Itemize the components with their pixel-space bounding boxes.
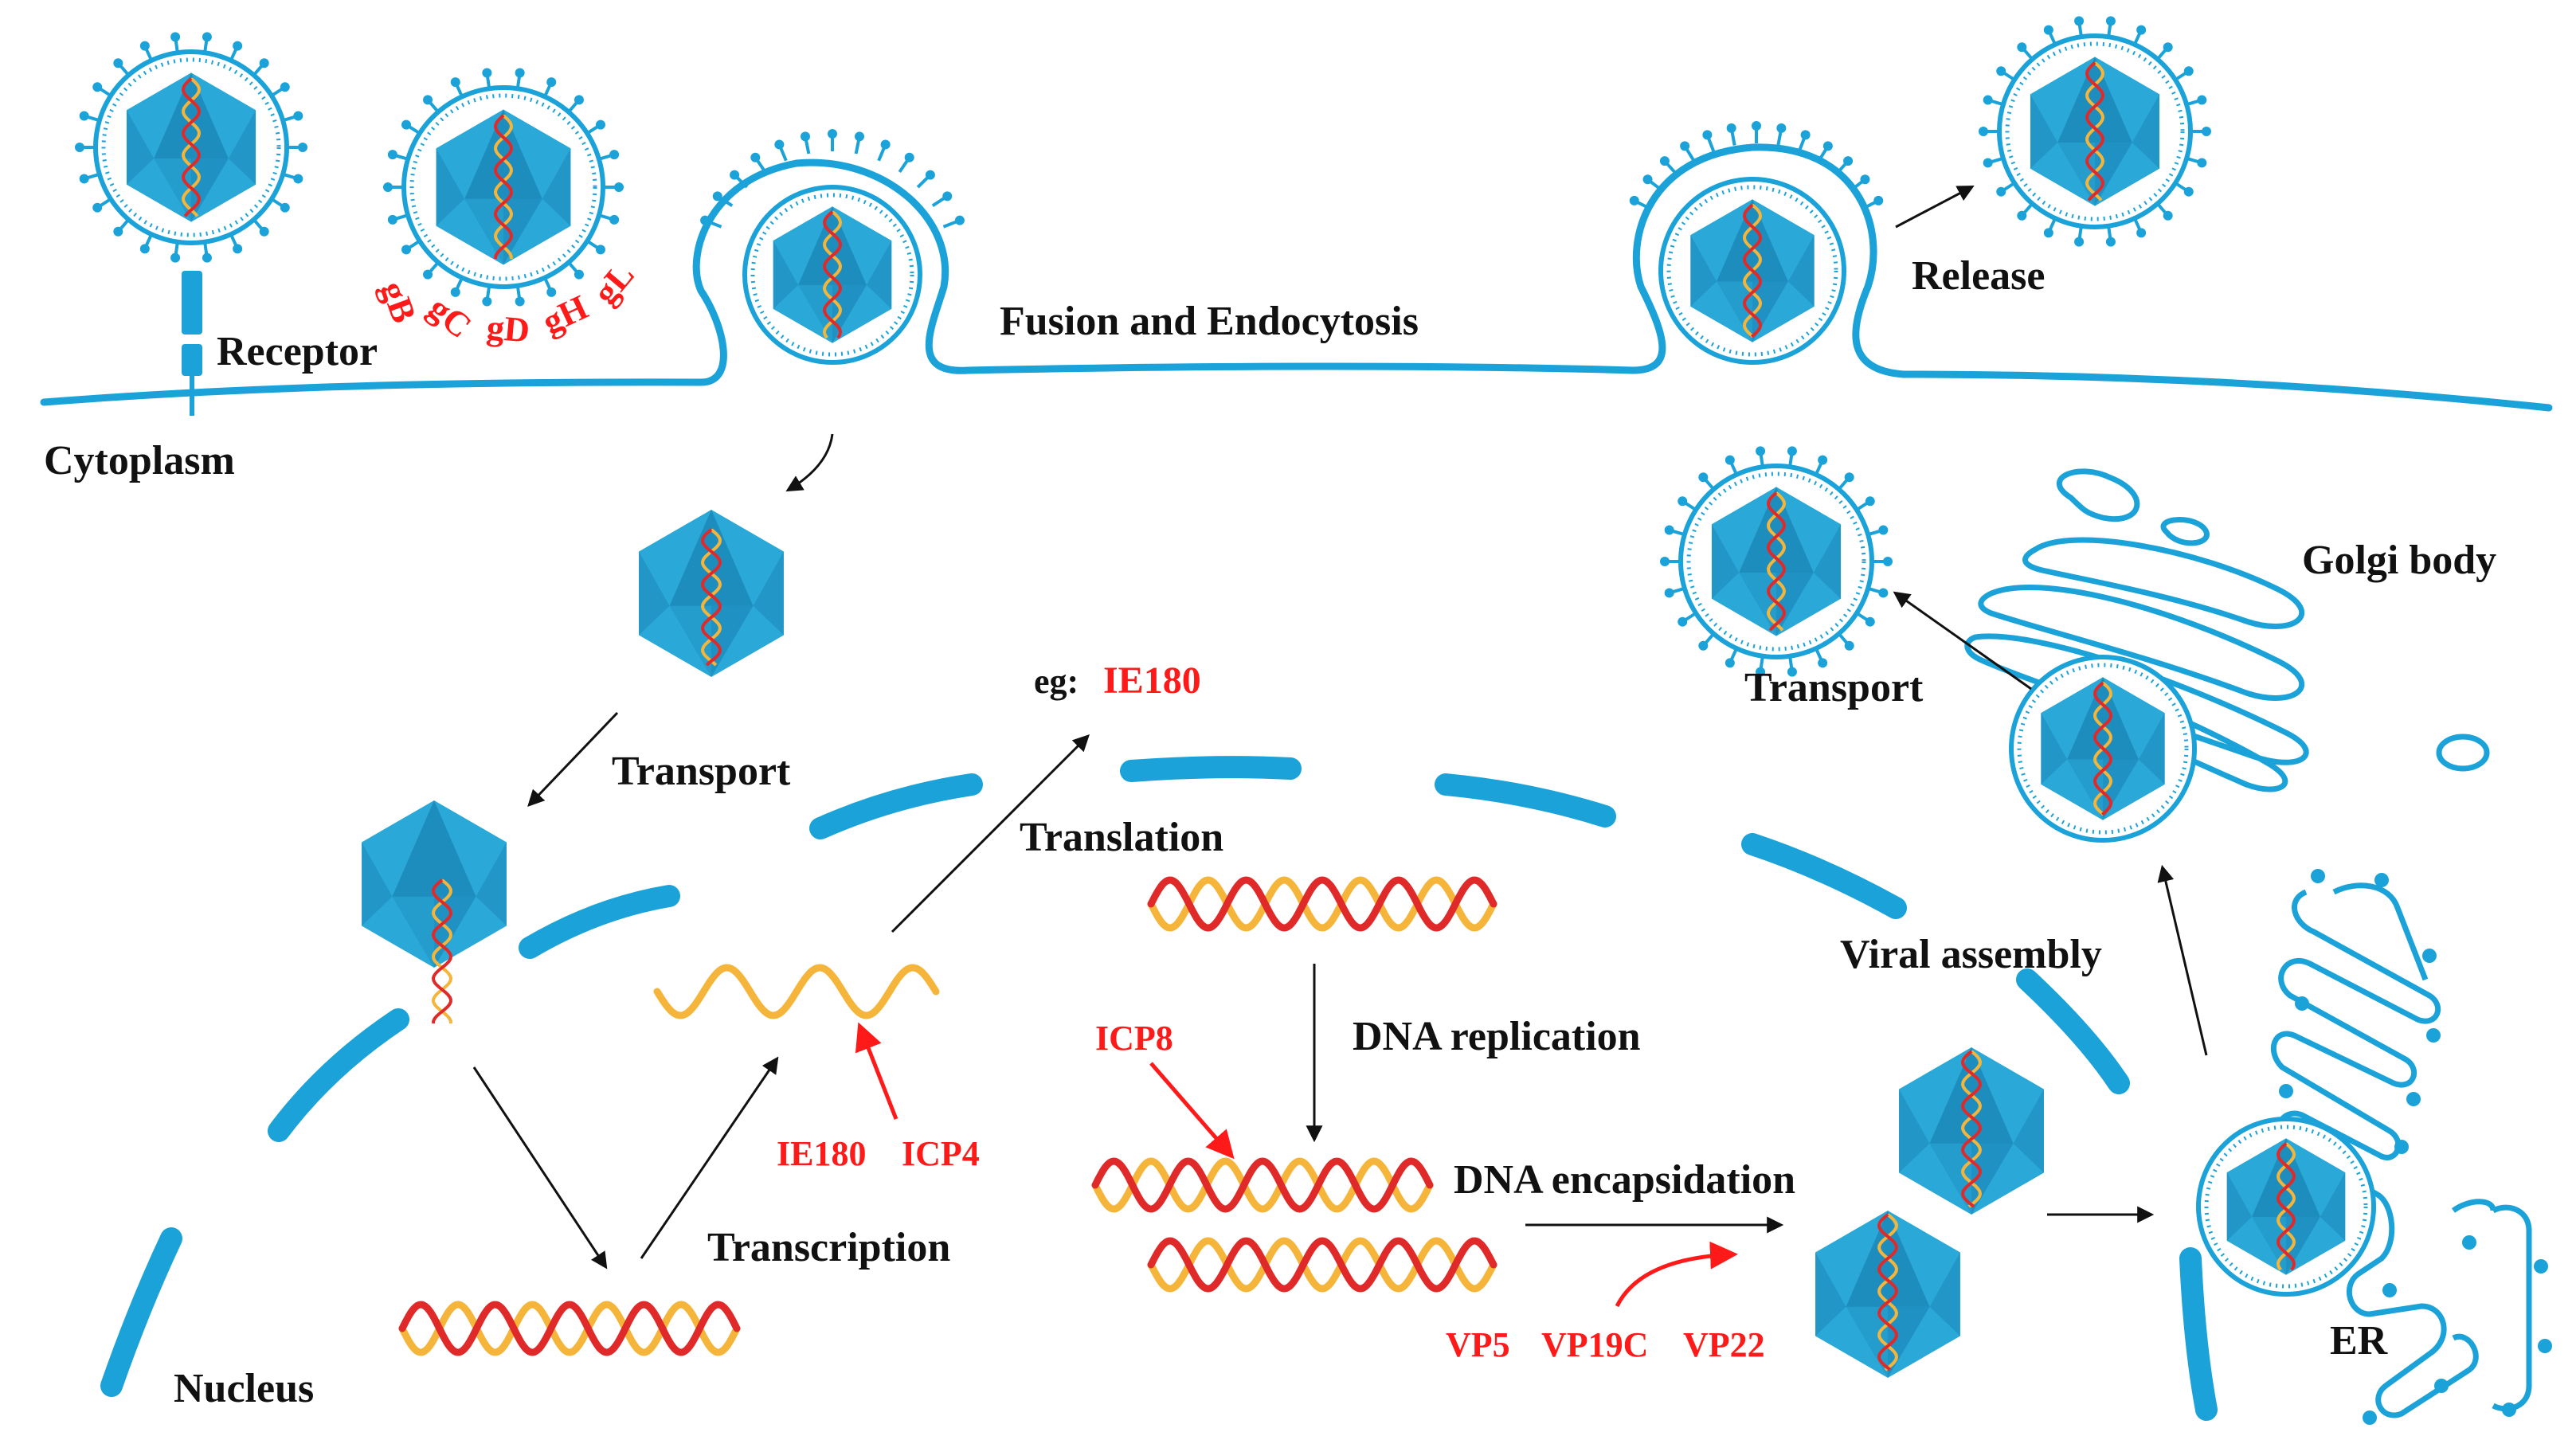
glycoprotein-gL: gL [585,256,642,312]
arrow-mrna [640,1056,779,1259]
ie180-top-label: IE180 [1103,659,1201,702]
er-label: ER [2330,1318,2389,1364]
icosahedral-capsid-icon [2226,1138,2346,1275]
glycoprotein-gH: gH [537,288,594,342]
eg-label: eg: [1034,662,1079,701]
arrow-viral-assembly [2157,864,2208,1056]
virion-in-vesicle-golgi [2009,655,2197,843]
receptor-icon [182,271,202,416]
arrow-icp8-activation [1149,1062,1235,1160]
virion-budding [1658,177,1846,365]
double-helix-icon [1766,491,1787,632]
double-helix-icon [2085,61,2105,201]
arrow-to-transcription [472,1066,608,1270]
double-helix-icon [822,210,843,339]
arrow-golgi-transport [1893,591,2032,691]
transport-label-top: Transport [612,749,791,794]
arrow-release [1895,186,1975,229]
double-helix-icon [700,528,722,667]
virion-fusing [742,185,922,365]
nucleic-acid-group [398,876,1497,1356]
virion-released [1979,16,2211,247]
icosahedral-capsid-icon [436,109,571,265]
glycoprotein-gB: gB [374,276,425,328]
arrow-icp4-activation [855,1022,898,1120]
virion-transported [1660,446,1893,677]
ie180-bottom-label: IE180 [777,1134,866,1173]
arrow-translation [891,734,1090,933]
receptor-label: Receptor [217,329,378,374]
icp4-label: ICP4 [902,1134,980,1173]
arrow-vp-activation [1615,1241,1738,1308]
dna-replication-label: DNA replication [1353,1014,1641,1059]
viral-assembly-label: Viral assembly [1840,932,2102,977]
double-helix-icon [2093,681,2113,816]
viral-dna-helix-replication-2 [1147,1237,1497,1293]
vp19c-label: VP19C [1541,1325,1648,1364]
icosahedral-capsid-icon [1711,487,1842,636]
double-helix-icon [1877,1213,1899,1371]
capsid-group [362,510,2044,1378]
golgi-label: Golgi body [2302,538,2496,583]
nuclear-envelope [100,756,2218,1421]
vp22-label: VP22 [1683,1325,1765,1364]
fusion-label: Fusion and Endocytosis [1000,299,1419,344]
double-helix-icon [181,77,202,217]
viral-dna-helix-replication-1 [1091,1157,1434,1213]
virion-glycoproteins [383,68,624,307]
viral-dna-helix-transcription [398,1301,741,1356]
nucleus-label: Nucleus [174,1366,314,1411]
transport-label-golgi: Transport [1744,665,1924,710]
arrow-entry-down [785,433,834,492]
double-helix-icon [2276,1142,2296,1271]
viral-dna-helix-translation [1147,876,1497,932]
release-membrane-fringe [1629,121,1884,210]
double-helix-icon [431,878,453,1024]
labels: Receptor Cytoplasm Fusion and Endocytosi… [44,253,2496,1411]
arrow-transport-to-nucleus [527,711,619,808]
translation-label: Translation [1020,815,1223,860]
double-helix-icon [1742,203,1763,338]
dna-encapsidation-label: DNA encapsidation [1454,1157,1795,1203]
arrows [472,186,2208,1308]
cytoplasm-label: Cytoplasm [44,438,235,483]
icp8-label: ICP8 [1095,1019,1173,1058]
capsid-at-nucleus [362,800,507,968]
virion-in-vesicle-er [2196,1117,2376,1297]
vp5-label: VP5 [1446,1325,1510,1364]
fusion-membrane-fringe [700,129,965,229]
cell-membrane [40,143,2553,412]
release-label: Release [1912,253,2045,299]
virion-attached-receptor [75,32,307,263]
double-helix-icon [493,114,514,260]
transcription-label: Transcription [707,1225,950,1270]
icosahedral-capsid-icon [126,72,256,222]
glycoprotein-gC: gC [421,288,480,346]
icosahedral-capsid-icon [2030,57,2160,206]
double-helix-icon [1960,1050,1983,1208]
glycoprotein-gD: gD [485,307,531,350]
mrna-wave-icon [653,964,940,1019]
virion-group [75,16,2376,1297]
